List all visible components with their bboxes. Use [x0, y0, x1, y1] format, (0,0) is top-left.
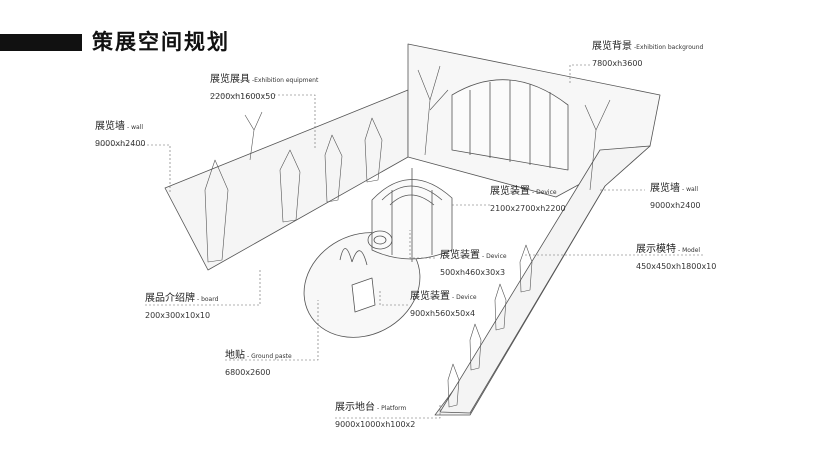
leader-ground-paste — [225, 300, 319, 361]
label-exhibition-equipment: 展览展具-Exhibition equipment 2200xh1600x50 — [210, 74, 319, 101]
display-board — [351, 277, 376, 313]
page-title: 策展空间规划 — [92, 30, 230, 54]
central-device — [367, 168, 453, 262]
leader-device-mid — [409, 230, 435, 259]
left-wall-figures — [204, 111, 383, 263]
label-ground-paste: 地贴- Ground paste 6800x2600 — [225, 350, 292, 377]
label-device-mid: 展览装置- Device 500xh460x30x3 — [440, 250, 507, 277]
label-platform: 展示地台- Platform 9000x1000xh100x2 — [335, 402, 416, 429]
label-wall-left: 展览墙- wall 9000xh2400 — [95, 121, 146, 148]
label-device-main: 展览装置- Device 2100x2700xh2200 — [490, 186, 566, 213]
label-board: 展品介绍牌- board 200x300x10x10 — [145, 293, 219, 320]
right-wall-face — [439, 145, 651, 414]
model-figures — [447, 244, 533, 408]
small-device-arches — [339, 248, 368, 266]
title-bar — [0, 34, 82, 51]
label-model: 展示模特- Model 450x450xh1800x10 — [636, 244, 717, 271]
leader-exhibition-equipment — [210, 94, 316, 150]
leader-platform — [335, 405, 441, 419]
label-exhibition-background: 展览背景-Exhibition background 7800xh3600 — [592, 41, 704, 68]
label-device-small: 展览装置- Device 900xh560x50x4 — [410, 291, 477, 318]
leader-wall-left — [95, 144, 171, 192]
leader-exhibition-background — [569, 64, 590, 85]
tree-motif — [417, 65, 611, 191]
gate-device — [451, 79, 569, 171]
label-wall-right: 展览墙- wall 9000xh2400 — [650, 183, 701, 210]
leader-device-small — [379, 290, 408, 306]
